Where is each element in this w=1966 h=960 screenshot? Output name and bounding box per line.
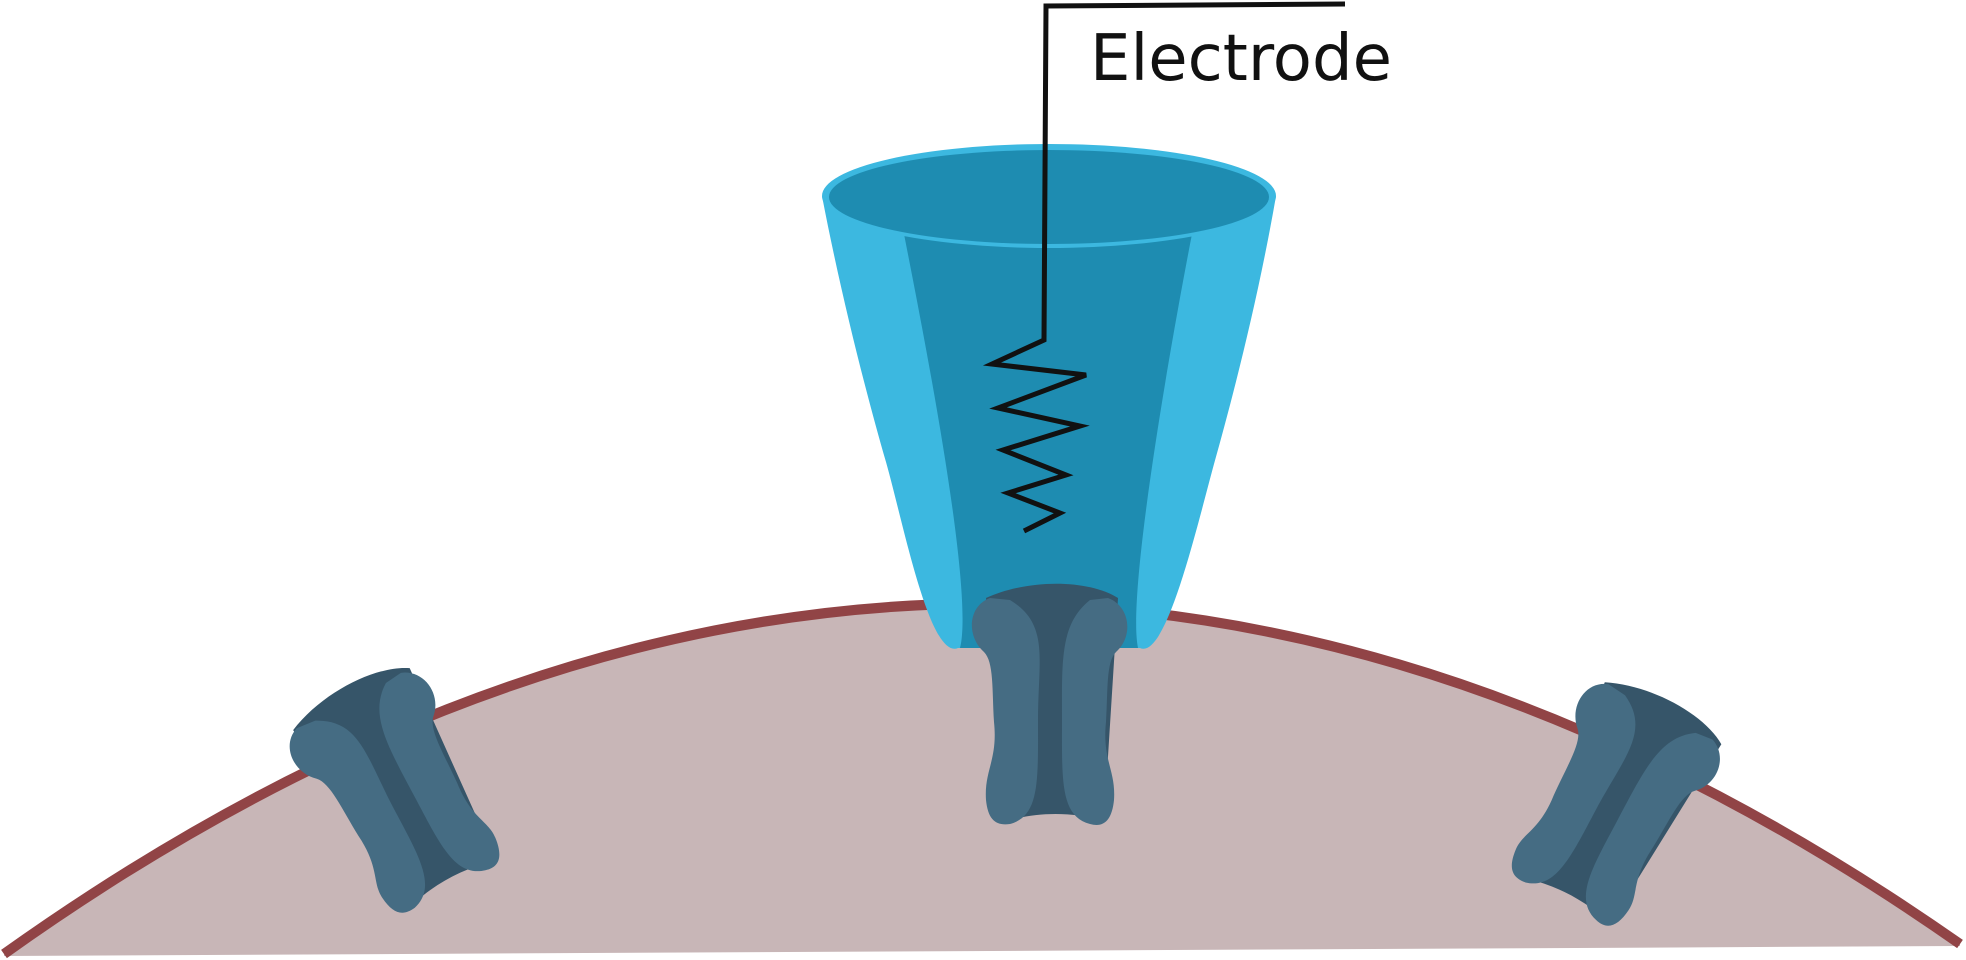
pipette [822, 144, 1276, 649]
channel-right-right [1586, 732, 1720, 926]
channel-center-left [971, 598, 1040, 825]
channel-left-left [289, 720, 425, 913]
channel-left-right [379, 672, 500, 872]
channel-center-right [1061, 598, 1128, 825]
ion-channel-center [971, 583, 1128, 825]
ion-channel-right [1511, 682, 1722, 926]
electrode-label: Electrode [1090, 22, 1392, 96]
electrode-wire [982, 1, 1346, 534]
pipette-opening [829, 150, 1269, 244]
channel-right-left [1511, 684, 1636, 884]
ion-channel-left [289, 668, 500, 913]
